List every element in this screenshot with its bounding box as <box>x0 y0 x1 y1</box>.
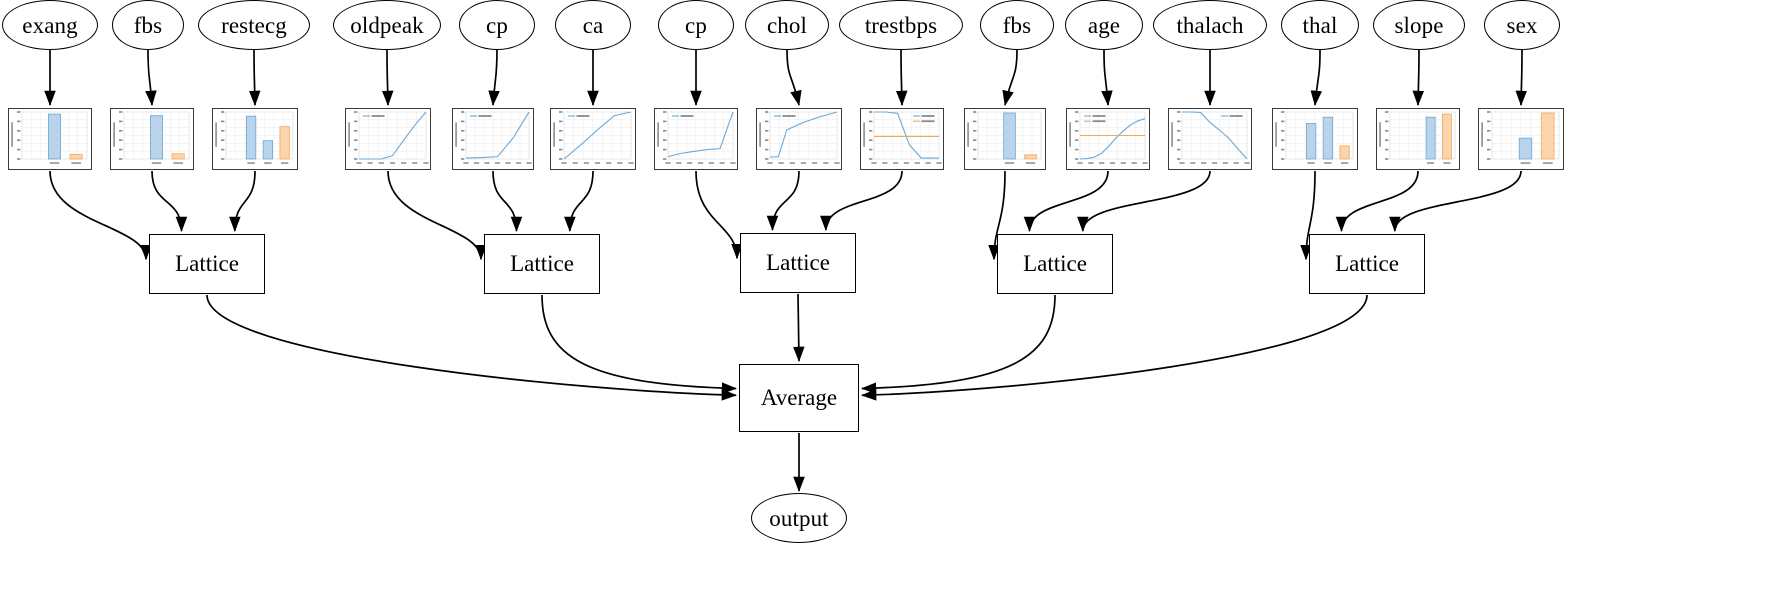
feature-node-label: thalach <box>1176 12 1244 38</box>
feature-node-label: fbs <box>1002 12 1032 38</box>
feature-node-label: exang <box>22 12 78 38</box>
feature-node-age-10[interactable]: age <box>1065 0 1143 50</box>
edge-lattice-to-average-4 <box>860 294 1368 401</box>
edge-feature-to-calibrator-2 <box>248 49 261 107</box>
lattice-node-label: Lattice <box>175 251 239 276</box>
edge-lattice-to-average-0 <box>206 294 738 401</box>
feature-node-label: cp <box>685 12 707 38</box>
feature-node-label: slope <box>1394 12 1444 38</box>
lattice-node-3[interactable]: Lattice <box>997 234 1113 294</box>
edge-lattice-to-average-2 <box>793 293 805 363</box>
calibrator-plot-fbs-9 <box>964 108 1046 170</box>
calibrator-plot-oldpeak-3 <box>345 108 431 170</box>
average-node-label: Average <box>760 385 838 410</box>
feature-node-label: oldpeak <box>350 12 424 38</box>
edge-feature-to-calibrator-4 <box>488 49 500 107</box>
lattice-node-label: Lattice <box>1023 251 1087 276</box>
calibrator-plot-cp-4 <box>452 108 534 170</box>
edge-calibrator-to-lattice-2-0 <box>695 170 743 260</box>
lattice-node-label: Lattice <box>510 251 574 276</box>
feature-node-sex-14[interactable]: sex <box>1484 0 1560 50</box>
edge-calibrator-to-lattice-3-1 <box>1023 170 1109 233</box>
feature-node-label: thal <box>1302 12 1338 38</box>
average-node[interactable]: Average <box>739 364 859 432</box>
edge-calibrator-to-lattice-1-1 <box>492 170 523 233</box>
feature-node-trestbps-8[interactable]: trestbps <box>839 0 963 50</box>
lattice-node-2[interactable]: Lattice <box>740 233 856 293</box>
feature-node-label: age <box>1087 12 1121 38</box>
feature-node-chol-7[interactable]: chol <box>745 0 829 50</box>
feature-node-fbs-9[interactable]: fbs <box>980 0 1054 50</box>
calibrator-plot-age-10 <box>1066 108 1150 170</box>
feature-node-fbs-1[interactable]: fbs <box>112 0 184 50</box>
calibrator-plot-fbs-1 <box>110 108 194 170</box>
edge-lattice-to-average-1 <box>541 294 738 394</box>
calibrator-plot-restecg-2 <box>212 108 298 170</box>
feature-node-ca-5[interactable]: ca <box>555 0 631 50</box>
feature-node-cp-6[interactable]: cp <box>658 0 734 50</box>
edge-feature-to-calibrator-10 <box>1101 49 1113 107</box>
edge-feature-to-calibrator-13 <box>1412 49 1425 107</box>
edge-lattice-to-average-3 <box>860 294 1056 394</box>
feature-node-oldpeak-3[interactable]: oldpeak <box>333 0 441 50</box>
edge-feature-to-calibrator-3 <box>381 49 394 107</box>
calibrator-plot-cp-6 <box>654 108 738 170</box>
feature-node-label: chol <box>767 12 807 38</box>
edge-feature-to-calibrator-9 <box>1002 49 1018 106</box>
edge-calibrator-to-lattice-2-1 <box>766 170 800 232</box>
feature-node-label: sex <box>1506 12 1538 38</box>
feature-node-label: ca <box>582 12 604 38</box>
feature-node-thalach-11[interactable]: thalach <box>1153 0 1267 50</box>
feature-node-label: restecg <box>221 12 287 38</box>
edge-calibrator-to-lattice-4-2 <box>1389 170 1522 233</box>
edge-calibrator-to-lattice-3-2 <box>1077 170 1211 233</box>
edge-feature-to-calibrator-14 <box>1515 49 1528 107</box>
calibrator-plot-trestbps-8 <box>860 108 944 170</box>
calibrator-plot-sex-14 <box>1478 108 1564 170</box>
edge-calibrator-to-lattice-4-1 <box>1335 170 1419 233</box>
edge-calibrator-to-lattice-0-2 <box>229 170 256 233</box>
calibrator-plot-ca-5 <box>550 108 636 170</box>
edge-feature-to-calibrator-8 <box>895 49 908 107</box>
edge-calibrator-to-lattice-2-2 <box>820 170 903 232</box>
feature-node-exang-0[interactable]: exang <box>2 0 98 50</box>
edge-calibrator-to-lattice-1-0 <box>387 170 487 261</box>
lattice-node-label: Lattice <box>1335 251 1399 276</box>
feature-node-thal-12[interactable]: thal <box>1281 0 1359 50</box>
edge-calibrator-to-lattice-1-2 <box>564 170 594 233</box>
calibrator-plot-slope-13 <box>1376 108 1460 170</box>
lattice-node-4[interactable]: Lattice <box>1309 234 1425 294</box>
edge-feature-to-calibrator-7 <box>786 49 802 106</box>
feature-node-label: cp <box>486 12 508 38</box>
output-node-label: output <box>769 505 829 531</box>
edge-calibrator-to-lattice-0-0 <box>49 170 152 261</box>
feature-node-restecg-2[interactable]: restecg <box>198 0 310 50</box>
calibrator-plot-chol-7 <box>756 108 842 170</box>
edge-feature-to-calibrator-12 <box>1310 49 1323 107</box>
edge-calibrator-to-lattice-0-1 <box>151 170 188 233</box>
calibrator-plot-thalach-11 <box>1168 108 1252 170</box>
feature-node-label: fbs <box>133 12 163 38</box>
feature-node-cp-4[interactable]: cp <box>459 0 535 50</box>
calibrator-plot-exang-0 <box>8 108 92 170</box>
lattice-node-label: Lattice <box>766 250 830 275</box>
lattice-node-0[interactable]: Lattice <box>149 234 265 294</box>
lattice-node-1[interactable]: Lattice <box>484 234 600 294</box>
feature-node-label: trestbps <box>864 12 938 38</box>
feature-node-slope-13[interactable]: slope <box>1373 0 1465 50</box>
calibrator-plot-thal-12 <box>1272 108 1358 170</box>
edge-feature-to-calibrator-1 <box>145 49 157 107</box>
output-node[interactable]: output <box>751 493 847 543</box>
